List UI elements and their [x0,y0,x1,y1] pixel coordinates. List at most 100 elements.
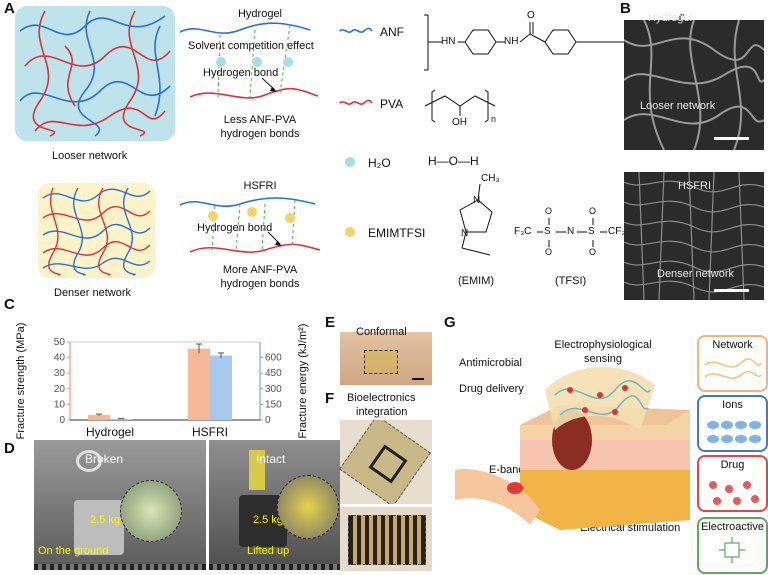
feature-box-ions: Ions [697,395,768,452]
scale-bar [714,289,749,292]
left-axis-title: Fracture strength (MPa) [15,323,27,440]
dermis-layer [520,440,690,470]
serpentine-pattern [348,515,426,565]
feature-box-drug: Drug [697,455,768,512]
hydrogen-bond-label-top: Hydrogen bond [203,67,279,79]
hbond-dash [261,203,266,251]
chem-ch3: CH₃ [481,173,500,184]
x-category-label: HSFRI [192,425,228,439]
left-tick-label: 10 [54,399,66,410]
drug-icon [709,481,759,505]
bar [210,355,232,420]
broken-label: Broken [85,452,124,466]
wound [552,410,592,470]
feature-box-network: Network [697,335,768,392]
chem-n-plus: N [473,195,481,206]
benzene-ring [544,29,577,55]
emim-legend-dot [345,227,355,237]
bar [188,348,210,420]
chem-n: N [461,228,469,239]
bar [110,418,132,420]
left-tick-label: 20 [54,384,66,395]
panel-label-d: D [4,440,15,457]
sem-looser-label: Looser network [640,100,716,112]
emim-molecule [208,211,218,221]
feature-electroactive-label: Electroactive [701,521,764,533]
looser-network-box [15,6,175,141]
panel-label-b: B [620,0,631,17]
intact-label: Intact [256,452,286,466]
panel-label-e: E [325,314,336,331]
right-tick-label: 300 [265,384,282,395]
panel-label-g: G [444,314,456,331]
legend-h2o-label: H₂O [368,156,391,170]
scale-bar [412,378,424,380]
right-axis-title: Fracture energy (kJ/m²) [297,324,309,439]
hbond-dash [249,29,256,98]
hbond-dash [235,203,241,251]
chem-o-top-left: O [545,206,553,216]
patch-fiber [559,395,649,416]
tfsi-label: (TFSI) [555,275,587,287]
hydrogen-bond-label-bottom: Hydrogen bond [197,222,273,234]
water-molecule [216,57,226,67]
more-bonds-label-1: More ANF-PVA [222,264,298,276]
chem-o-bottom-left: O [545,247,553,257]
sem-fibers-dense [624,172,764,300]
hbond-dash [291,199,296,249]
hook [76,450,102,472]
emim-molecule [247,207,257,217]
antimicrobial-label: Antimicrobial [459,357,522,369]
chem-n-minus: N [567,226,575,237]
water-molecule [283,57,293,67]
bioelectronics-label-1: Bioelectronics [347,392,416,404]
right-tick-label: 600 [265,353,282,364]
bond [519,33,531,43]
emim-label: (EMIM) [458,275,495,287]
imidazolium-ring [459,199,493,233]
feature-ions-label: Ions [722,399,743,411]
more-bonds-label-2: hydrogen bonds [220,278,300,290]
photo-conformal [340,332,432,385]
left-tick-label: 0 [59,415,65,426]
chem-pva-n: n [491,114,497,124]
bond [461,231,467,249]
arrow-head [275,241,282,246]
panel-label-f: F [325,390,335,407]
hand [455,469,540,525]
pva-chain-bottom [189,243,321,253]
less-bonds-label-2: hydrogen bonds [220,128,300,140]
chem-hn: HN [441,36,456,47]
photo-electrode-array [340,420,432,504]
chem-oh: OH [452,117,467,128]
hsfri-scheme-title: HSFRI [243,180,277,192]
left-tick-label: 30 [54,368,66,379]
looser-network-label: Looser network [52,150,128,162]
ground-hatch [34,564,206,570]
ions-icon [707,421,761,443]
less-bonds-label-1: Less ANF-PVA [223,114,297,126]
drug-delivery-label: Drug delivery [459,383,524,395]
sem-denser-label: Denser network [657,268,735,280]
legend-pva-label: PVA [380,97,404,111]
network-icon [704,358,762,379]
chem-carbonyl-o: O [527,10,535,21]
chem-o-top-right: O [589,206,597,216]
electrophysiological-label-2: sensing [584,353,622,365]
chem-nh: NH [504,36,519,47]
intact-strip [249,450,265,490]
bond [461,247,491,256]
feature-box-electroactive: Electroactive [697,517,768,574]
chem-s-left: S [544,226,551,237]
water-molecule [252,57,262,67]
photo-serpentine-circuit [340,507,432,571]
on-ground-label: On the ground [38,545,109,557]
hand-bandage [507,482,523,494]
feature-drug-label: Drug [720,459,745,471]
conformal-patch [364,350,398,374]
